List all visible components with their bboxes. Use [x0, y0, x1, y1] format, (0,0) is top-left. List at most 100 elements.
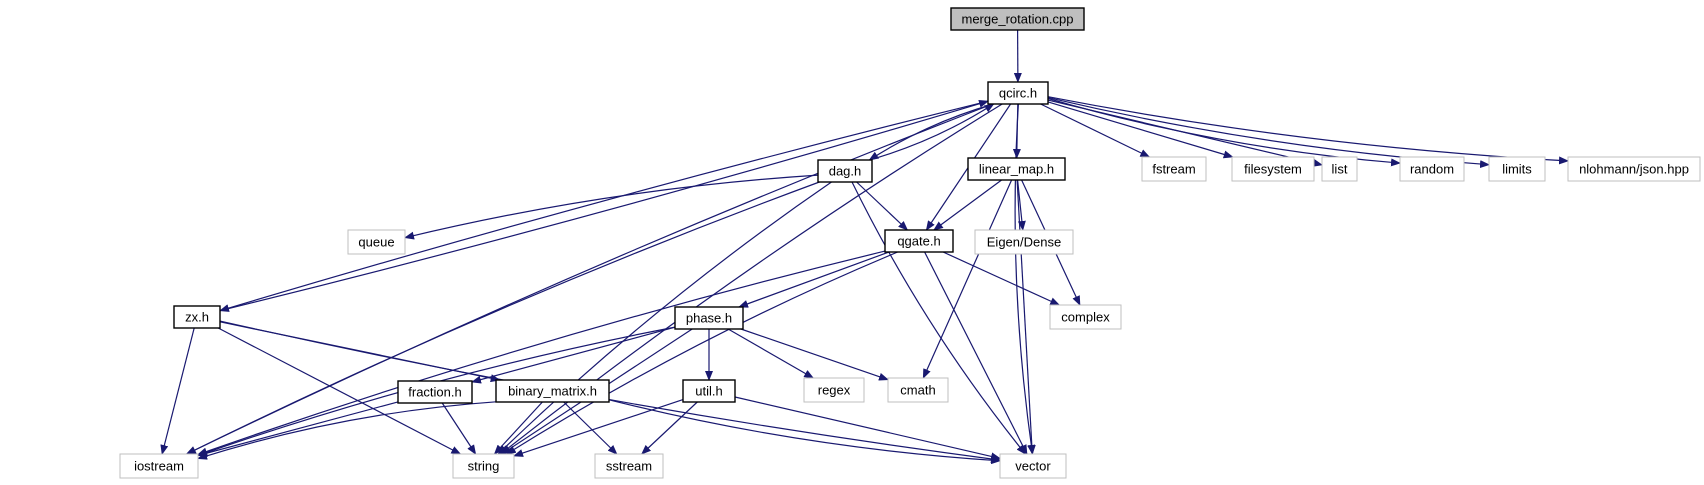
node-label: string — [468, 459, 500, 474]
node-phase-h[interactable]: phase.h — [674, 306, 744, 330]
edge-dag-h-to-vector — [851, 181, 1027, 455]
edge-dag-h-to-iostream — [186, 181, 820, 455]
node-box — [1567, 156, 1701, 182]
edge-qgate-h-to-complex — [942, 251, 1061, 306]
node-box — [452, 453, 515, 479]
node-box — [347, 229, 406, 255]
node-box — [1488, 156, 1546, 182]
edge-qcirc-h-to-vector — [1014, 103, 1036, 455]
edge-binary-matrix-h-to-string — [493, 401, 543, 455]
node-qgate-h[interactable]: qgate.h — [884, 229, 954, 253]
node-qcirc-h[interactable]: qcirc.h — [987, 81, 1049, 105]
node-box — [397, 380, 473, 404]
node-cmath: cmath — [887, 377, 949, 403]
node-box — [682, 379, 736, 403]
edge-qcirc-h-to-nlohmann-json-hpp — [1047, 96, 1569, 165]
node-box — [1399, 156, 1465, 182]
edge-qcirc-h-to-zx-h — [219, 100, 989, 312]
node-box — [674, 306, 744, 330]
file-nodes: merge_rotation.cpp qcirc.h dag.h linear_map… — [119, 7, 1701, 479]
node-label: zx.h — [185, 310, 209, 325]
node-box — [887, 377, 949, 403]
node-box — [999, 453, 1067, 479]
edge-binary-matrix-h-to-vector — [608, 399, 1001, 465]
node-label: vector — [1015, 459, 1051, 474]
node-random: random — [1399, 156, 1465, 182]
edge-qgate-h-to-string — [505, 251, 898, 455]
edge-linear-map-h-to-vector — [1016, 179, 1036, 455]
node-label: iostream — [134, 459, 184, 474]
node-label: filesystem — [1244, 162, 1302, 177]
node-binary-matrix-h[interactable]: binary_matrix.h — [495, 379, 610, 403]
node-label: cmath — [900, 383, 935, 398]
edge-linear-map-h-to-cmath — [922, 179, 1013, 379]
node-merge-rotation-cpp[interactable]: merge_rotation.cpp — [950, 7, 1085, 31]
node-label: qcirc.h — [999, 86, 1037, 101]
node-zx-h[interactable]: zx.h — [173, 305, 221, 329]
edge-qcirc-h-to-fstream — [1040, 103, 1151, 158]
node-iostream: iostream — [119, 453, 199, 479]
node-label: limits — [1502, 162, 1532, 177]
edge-zx-h-to-qcirc-h — [219, 99, 989, 312]
node-vector: vector — [999, 453, 1067, 479]
node-box — [817, 159, 873, 183]
edge-dag-h-to-string — [497, 181, 832, 455]
node-label: regex — [818, 383, 851, 398]
node-fraction-h[interactable]: fraction.h — [397, 380, 473, 404]
node-label: binary_matrix.h — [508, 384, 597, 399]
node-box — [1049, 304, 1122, 330]
node-box — [173, 305, 221, 329]
node-label: complex — [1061, 310, 1110, 325]
node-label: queue — [358, 235, 394, 250]
node-label: random — [1410, 162, 1454, 177]
node-label: sstream — [606, 459, 652, 474]
edge-phase-h-to-regex — [727, 328, 815, 379]
node-label: qgate.h — [897, 234, 940, 249]
node-box — [967, 157, 1066, 181]
edge-zx-h-to-string — [217, 327, 462, 455]
node-box — [1231, 156, 1315, 182]
node-eigen-dense: Eigen/Dense — [974, 229, 1074, 255]
node-box — [495, 379, 610, 403]
edge-util-h-to-string — [513, 399, 684, 457]
edge-qgate-h-to-phase-h — [738, 251, 890, 308]
edge-phase-h-to-cmath — [740, 328, 889, 381]
edge-util-h-to-sstream — [641, 401, 698, 455]
node-box — [1141, 156, 1207, 182]
node-label: util.h — [695, 384, 722, 399]
edge-dag-h-to-queue — [404, 174, 819, 240]
node-box — [119, 453, 199, 479]
node-box — [974, 229, 1074, 255]
node-list: list — [1321, 156, 1358, 182]
edge-qcirc-h-to-limits — [1047, 97, 1490, 169]
node-box — [987, 81, 1049, 105]
node-regex: regex — [803, 377, 865, 403]
node-label: fstream — [1152, 162, 1195, 177]
edge-fraction-h-to-iostream — [197, 401, 399, 458]
edge-linear-map-h-to-eigen-dense — [1017, 179, 1026, 231]
node-label: list — [1332, 162, 1348, 177]
edge-qgate-h-to-vector — [924, 251, 1028, 455]
node-complex: complex — [1049, 304, 1122, 330]
node-label: dag.h — [829, 164, 862, 179]
node-box — [803, 377, 865, 403]
node-box — [884, 229, 954, 253]
edge-linear-map-h-to-qgate-h — [933, 179, 1002, 231]
edge-qgate-h-to-iostream — [197, 250, 886, 456]
node-limits: limits — [1488, 156, 1546, 182]
edge-qcirc-h-to-filesystem — [1047, 101, 1234, 159]
node-box — [950, 7, 1085, 31]
edge-dag-h-to-qgate-h — [856, 181, 909, 231]
node-label: fraction.h — [408, 385, 461, 400]
node-linear-map-h[interactable]: linear_map.h — [967, 157, 1066, 181]
edge-zx-h-to-vector — [219, 320, 1001, 463]
edge-binary-matrix-h-to-iostream — [197, 401, 497, 460]
node-queue: queue — [347, 229, 406, 255]
node-sstream: sstream — [594, 453, 664, 479]
node-util-h[interactable]: util.h — [682, 379, 736, 403]
node-fstream: fstream — [1141, 156, 1207, 182]
node-dag-h[interactable]: dag.h — [817, 159, 873, 183]
node-string: string — [452, 453, 515, 479]
node-label: Eigen/Dense — [987, 235, 1061, 250]
